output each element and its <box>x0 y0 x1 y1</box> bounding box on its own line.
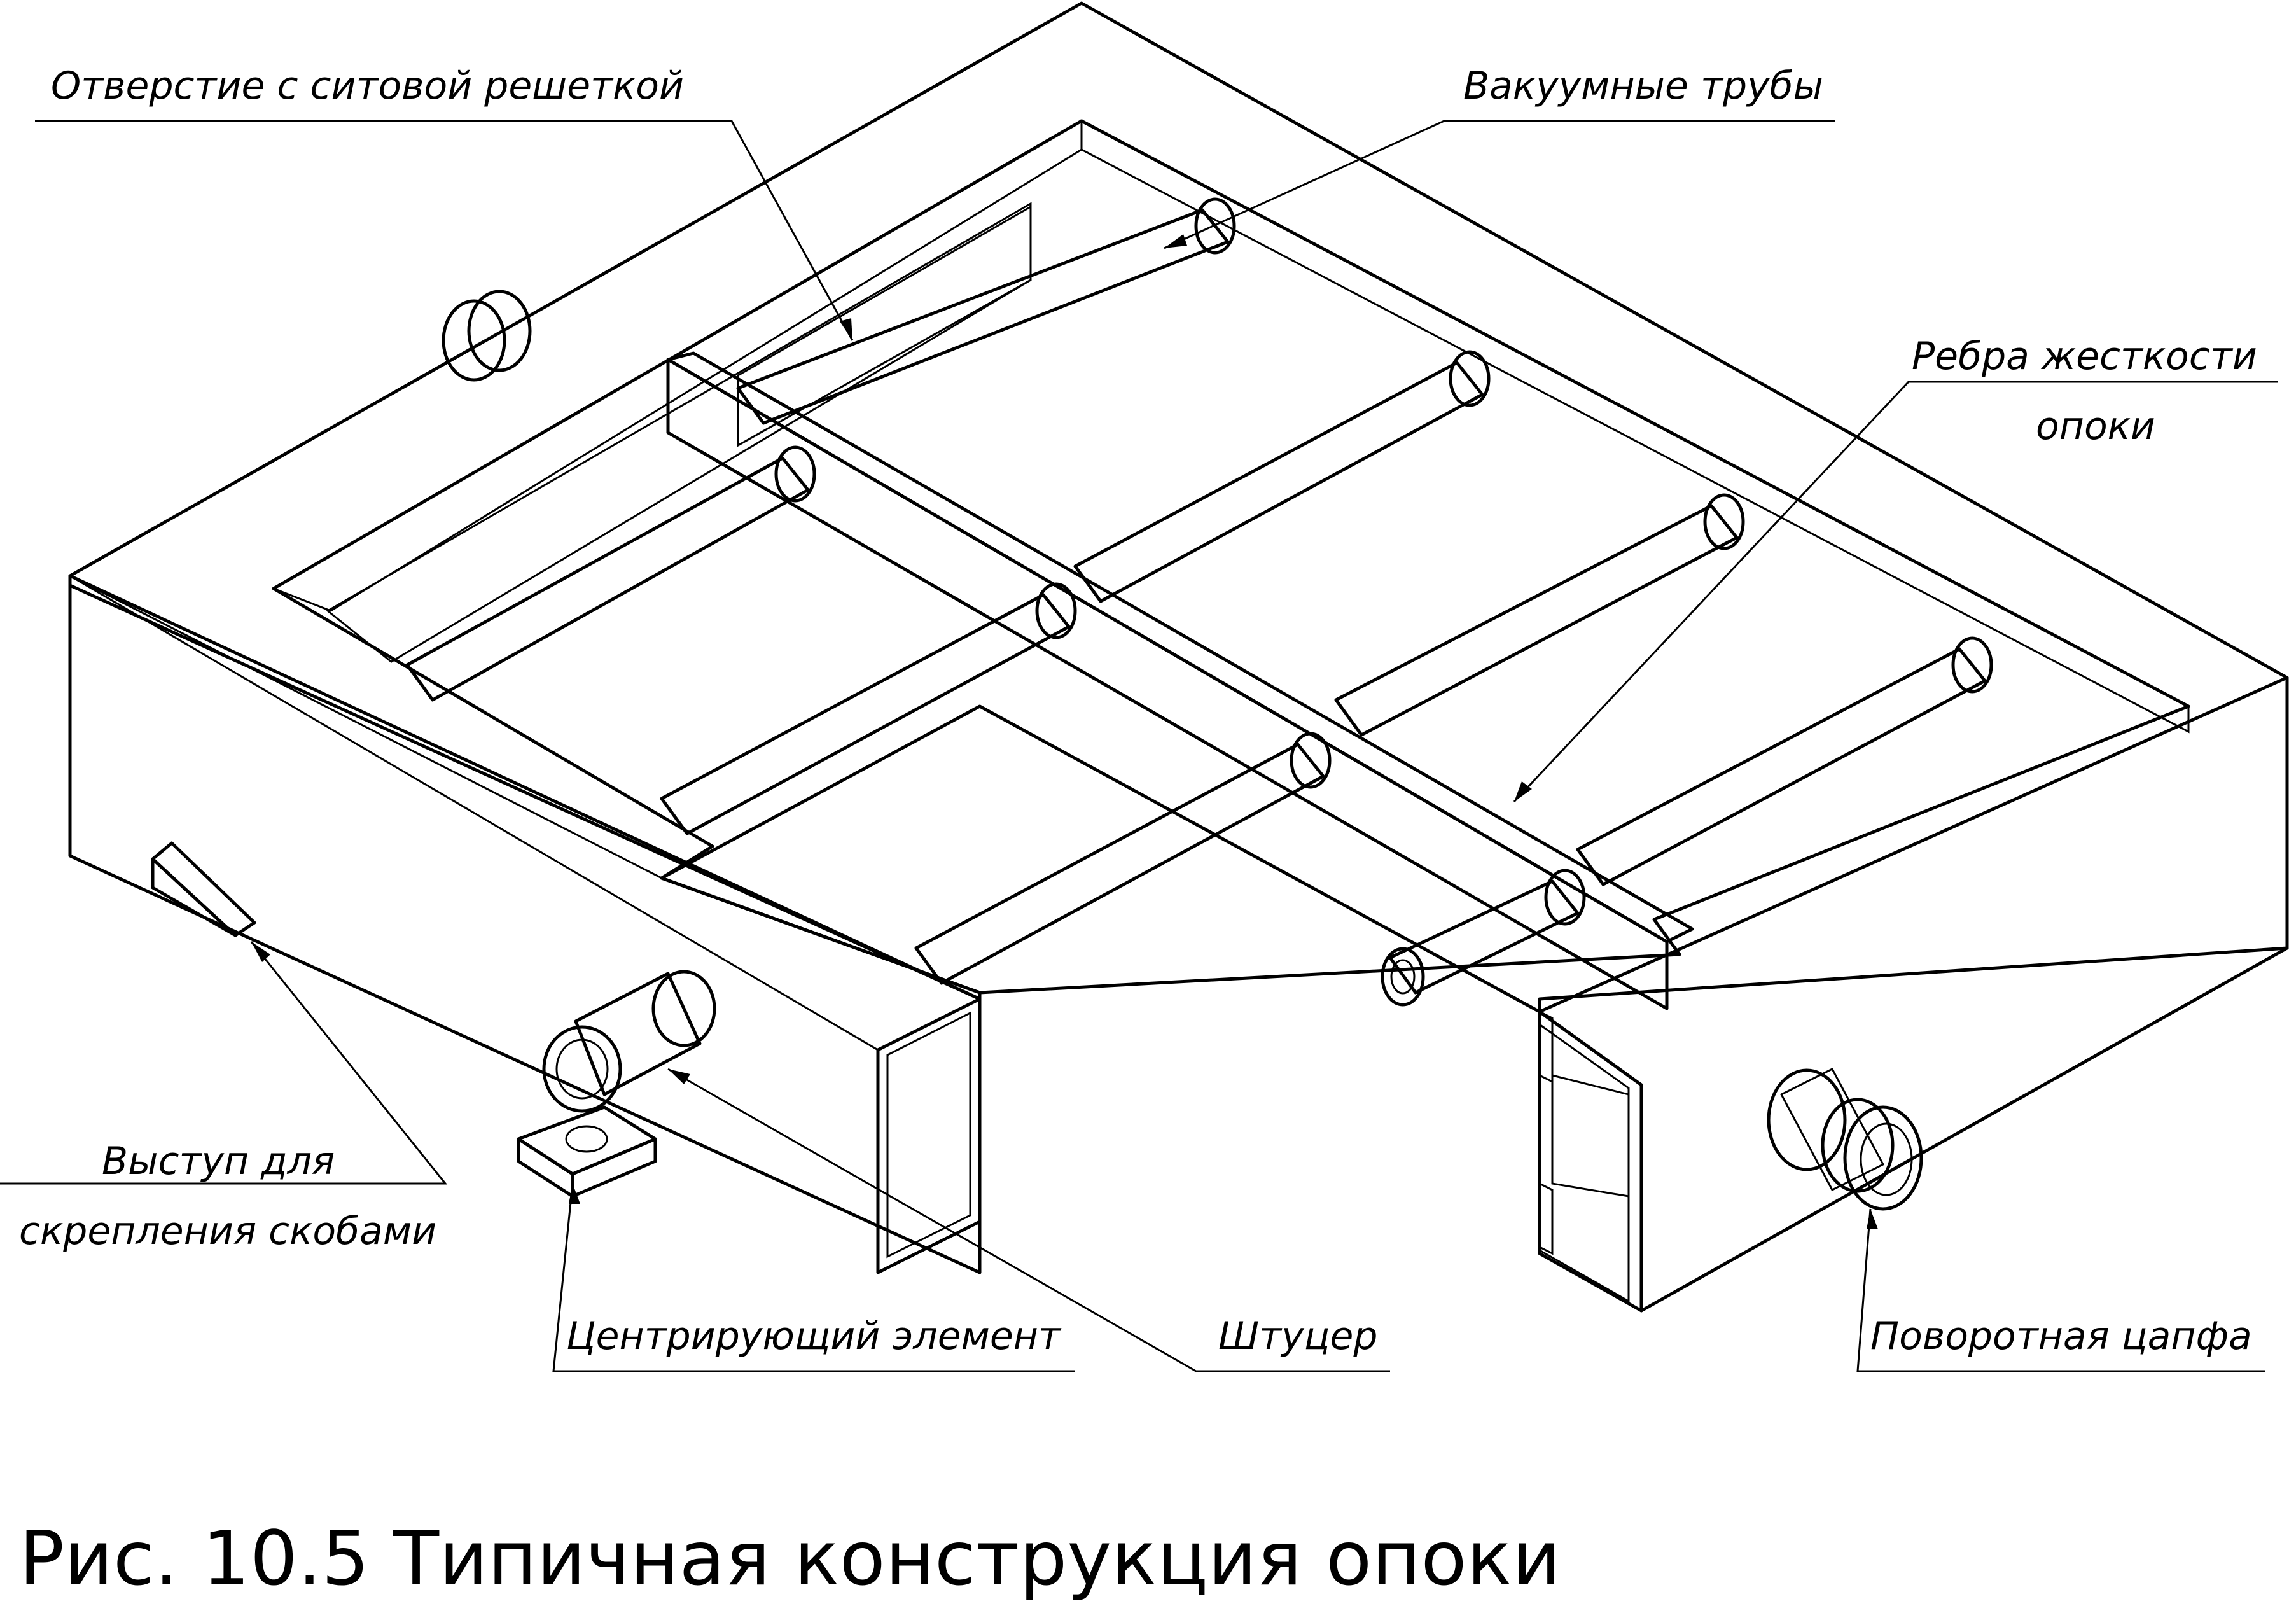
label-protrusion-1: Выступ для <box>102 1139 335 1184</box>
label-sieve-hole: Отверстие с ситовой решеткой <box>51 64 684 108</box>
fitting <box>542 970 716 1113</box>
pipe-2 <box>405 445 816 702</box>
label-stiffeners-2: опоки <box>2036 404 2155 449</box>
label-trunnion: Поворотная цапфа <box>1870 1314 2252 1358</box>
stiffener-rib <box>666 351 1694 1010</box>
back-trunnion <box>442 290 532 382</box>
label-stiffeners-1: Ребра жесткости <box>1912 334 2257 379</box>
figure-caption: Рис. 10.5 Типичная конструкция опоки <box>19 1514 1561 1602</box>
sieve-screens <box>326 202 1032 663</box>
label-centering-element: Центрирующий элемент <box>566 1314 1062 1358</box>
label-vacuum-pipes: Вакуумные трубы <box>1463 64 1823 108</box>
bracket-protrusion <box>151 841 256 937</box>
pipe-4 <box>660 582 1077 835</box>
front-trunnion <box>1767 1068 1923 1211</box>
pipe-7 <box>1576 636 1993 886</box>
pipe-3 <box>1073 350 1491 603</box>
label-protrusion-2: скрепления скобами <box>19 1209 436 1253</box>
pipe-6 <box>914 732 1332 985</box>
pipe-8-short <box>1381 869 1586 1007</box>
flask-frame <box>68 1 2289 1313</box>
centering-element <box>517 1105 657 1198</box>
leaders <box>0 120 2278 1372</box>
pipe-1 <box>736 197 1236 425</box>
label-fitting: Штуцер <box>1218 1314 1377 1358</box>
vacuum-pipes <box>405 197 1993 1007</box>
pipe-5 <box>1334 493 1745 737</box>
